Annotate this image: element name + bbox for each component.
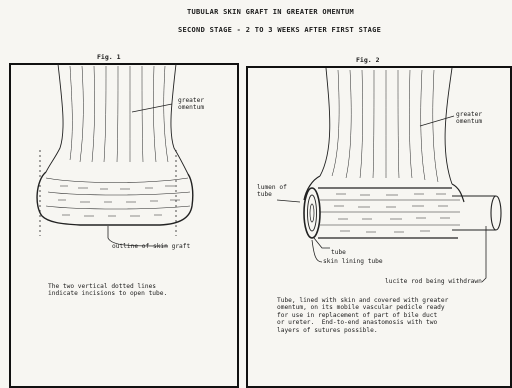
- fig2-rod-label: lucite rod being withdrawn: [385, 278, 482, 285]
- fig2-omentum-drawing: [320, 68, 452, 184]
- fig2-tube-label: tube: [331, 249, 346, 256]
- fig1-omentum-label: greater omentum: [178, 97, 204, 112]
- fig1-caption: The two vertical dotted lines indicate i…: [48, 283, 167, 298]
- fig2-caption: Tube, lined with skin and covered with g…: [277, 297, 448, 334]
- fig1-omentum-drawing: [46, 64, 188, 174]
- fig2-lumen-label: lumen of tube: [257, 184, 287, 199]
- fig1-tube-drawing: [37, 172, 193, 225]
- fig2-omentum-label: greater omentum: [456, 111, 482, 126]
- fig2-lining-label: skin lining tube: [323, 258, 383, 265]
- fig1-outline-label: outline of skin graft: [112, 243, 190, 250]
- fig2-tube-drawing: [304, 176, 501, 238]
